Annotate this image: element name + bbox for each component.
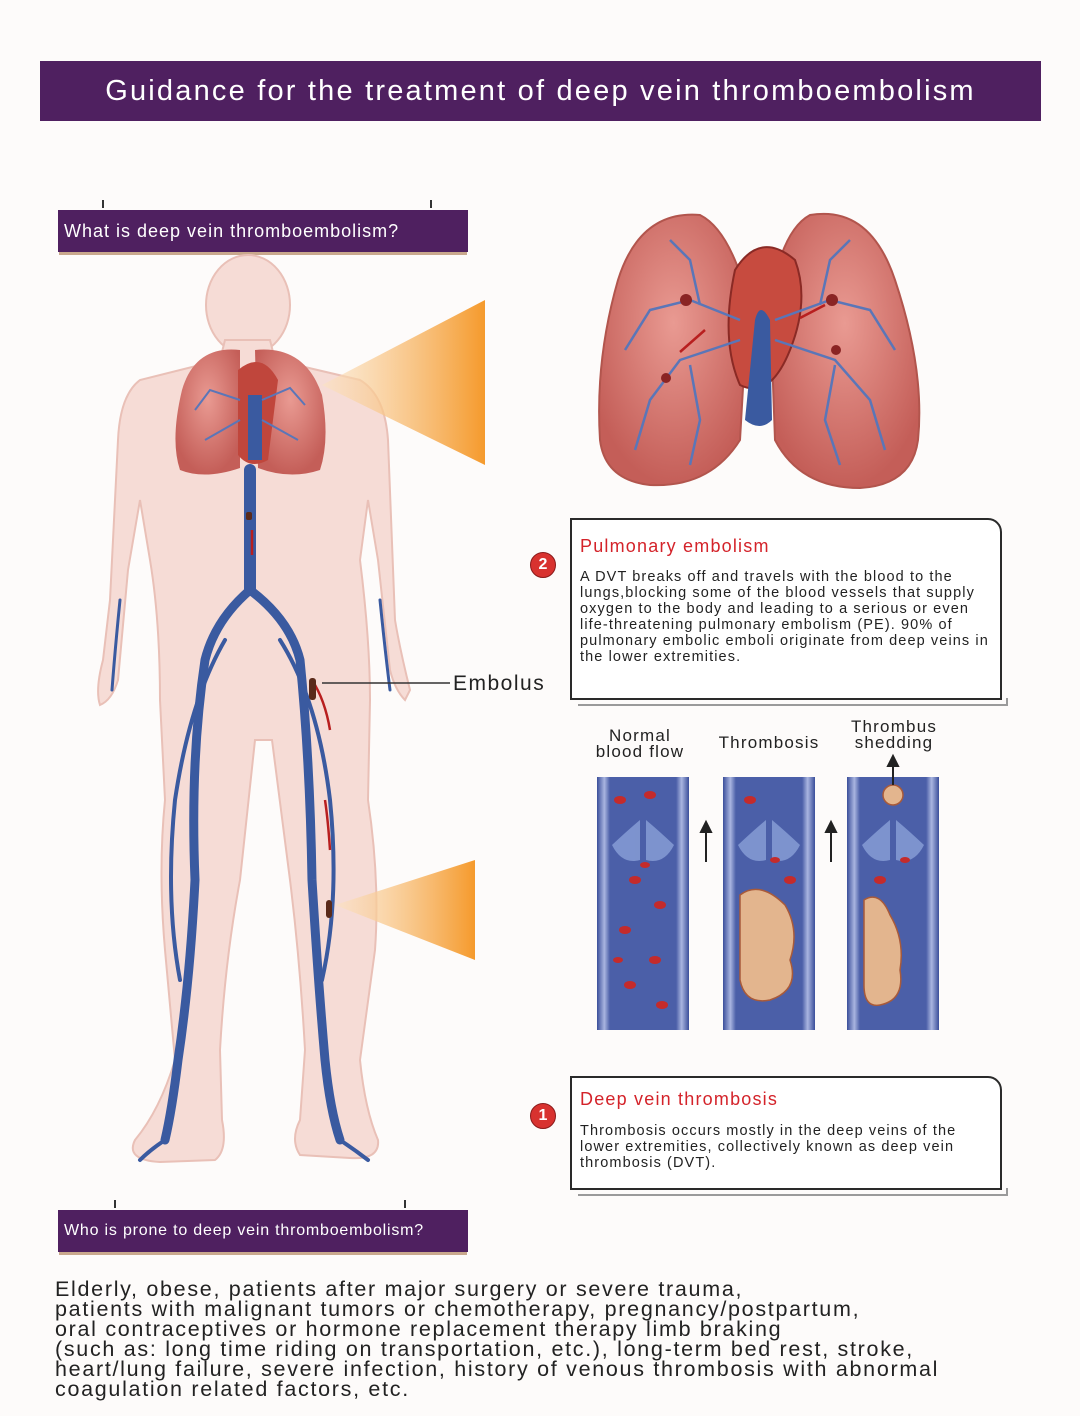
red-blood-cells: [613, 791, 910, 1009]
vein-stages: [597, 753, 939, 1030]
body-lungs: [175, 349, 326, 475]
callout-pulmonary-embolism: Pulmonary embolism A DVT breaks off and …: [570, 518, 1008, 706]
section-heading-who-text: Who is prone to deep vein thromboembolis…: [64, 1222, 424, 1239]
callout-deep-vein-thrombosis: Deep vein thrombosis Thrombosis occurs m…: [570, 1076, 1008, 1196]
callout-body: Thrombosis occurs mostly in the deep vei…: [580, 1123, 957, 1171]
stage-label-line: blood flow: [595, 742, 685, 761]
stage-label-thrombosis: Thrombosis: [718, 733, 820, 752]
shed-fragment: [882, 784, 904, 806]
zoom-beam-lungs: [322, 300, 485, 465]
body-veins: [110, 464, 392, 1162]
risk-line: (such as: long time riding on transporta…: [55, 1337, 914, 1361]
tick-mark: [102, 200, 104, 208]
callout-heading: Deep vein thrombosis: [580, 1089, 779, 1109]
section-heading-what-text: What is deep vein thromboembolism?: [64, 220, 400, 241]
thrombus-mass: [739, 888, 795, 1002]
zoom-beam-leg: [335, 860, 475, 960]
page-title: Guidance for the treatment of deep vein …: [40, 61, 1041, 121]
risk-line: heart/lung failure, severe infection, hi…: [55, 1357, 940, 1381]
stage-label-line: Normal: [609, 726, 671, 745]
tick-mark: [404, 1200, 406, 1208]
stage-label-normal: Normal blood flow: [578, 726, 702, 761]
embolus-label: Embolus: [453, 672, 546, 695]
risk-line: oral contraceptives or hormone replaceme…: [55, 1317, 783, 1341]
embolus-clots: [246, 512, 332, 918]
step-number-badge: 2: [530, 552, 556, 578]
risk-line: patients with malignant tumors or chemot…: [55, 1297, 861, 1321]
callout-body: A DVT breaks off and travels with the bl…: [580, 569, 989, 665]
risk-line: coagulation related factors, etc.: [55, 1377, 410, 1401]
tick-mark: [430, 200, 432, 208]
risk-factors-text: Elderly, obese, patients after major sur…: [55, 1277, 1055, 1401]
step-number-badge: 1: [530, 1103, 556, 1129]
stage-label-line: shedding: [854, 733, 934, 752]
vein-normal: [597, 777, 689, 1030]
tick-mark: [114, 1200, 116, 1208]
section-heading-what: What is deep vein thromboembolism?: [58, 200, 468, 252]
section-heading-who: Who is prone to deep vein thromboembolis…: [58, 1200, 468, 1252]
risk-line: Elderly, obese, patients after major sur…: [55, 1277, 744, 1301]
stage-label-shedding: Thrombus shedding: [832, 717, 956, 752]
enlarged-lungs: [598, 212, 921, 490]
thrombus-mass-shedding: [863, 896, 902, 1007]
stage-label-line: Thrombus: [850, 717, 938, 736]
callout-heading: Pulmonary embolism: [580, 536, 770, 556]
